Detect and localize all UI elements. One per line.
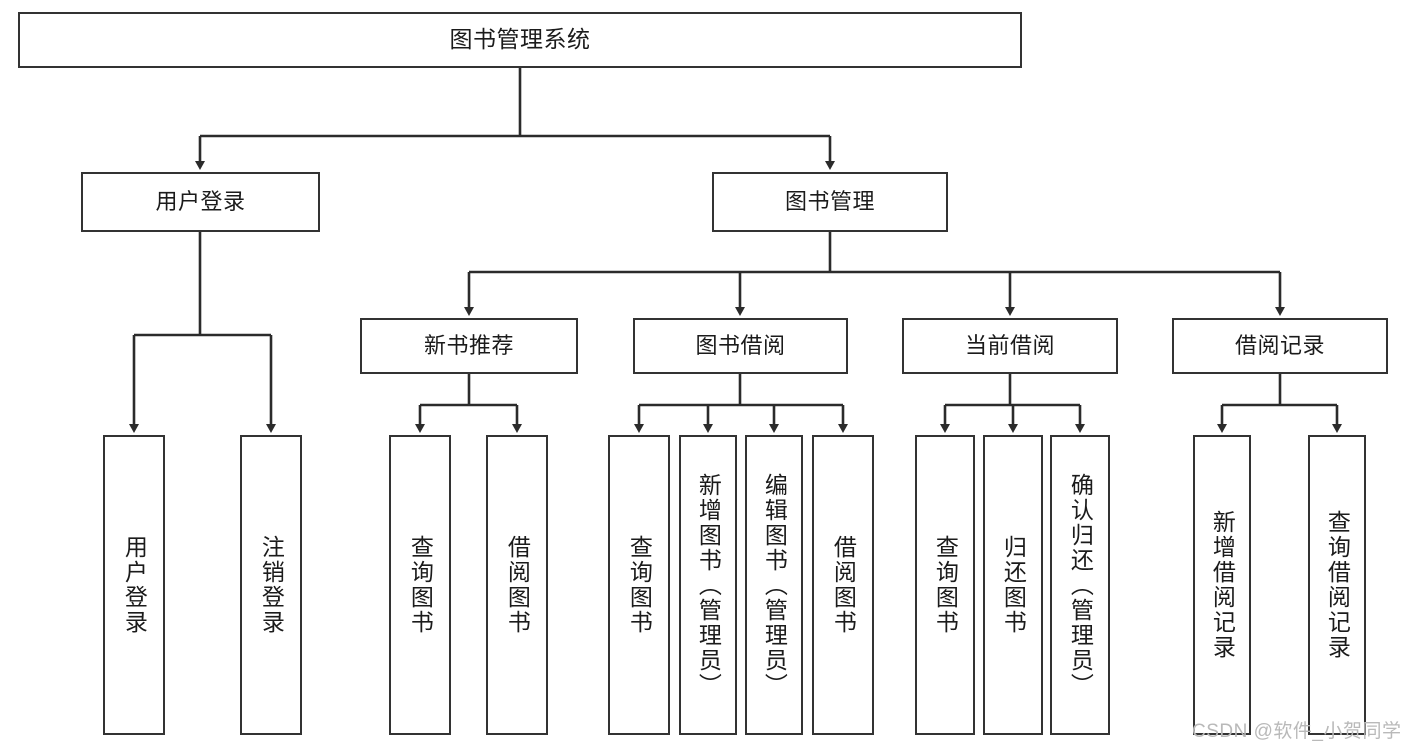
leaf-query-book-1-label: 查询图书 [407,535,434,635]
node-book-borrow-label: 图书借阅 [695,333,786,359]
leaf-add-record-label: 新增借阅记录 [1209,510,1236,660]
node-current-borrow[interactable]: 当前借阅 [902,318,1118,374]
node-new-book-recommend-label: 新书推荐 [423,333,514,359]
leaf-query-book-3[interactable]: 查询图书 [915,435,975,735]
leaf-borrow-book-2-label: 借阅图书 [830,535,857,635]
leaf-return-book-label: 归还图书 [1000,535,1027,635]
node-book-manage[interactable]: 图书管理 [712,172,948,232]
leaf-query-record-label: 查询借阅记录 [1324,510,1351,660]
node-borrow-record[interactable]: 借阅记录 [1172,318,1388,374]
leaf-confirm-return[interactable]: 确认归还（管理员） [1050,435,1110,735]
node-book-manage-label: 图书管理 [784,189,875,215]
leaf-query-record[interactable]: 查询借阅记录 [1308,435,1366,735]
leaf-borrow-book-1[interactable]: 借阅图书 [486,435,548,735]
leaf-query-book-3-label: 查询图书 [932,535,959,635]
leaf-user-login-label: 用户登录 [121,535,148,635]
leaf-query-book-1[interactable]: 查询图书 [389,435,451,735]
leaf-borrow-book-1-label: 借阅图书 [504,535,531,635]
leaf-query-book-2[interactable]: 查询图书 [608,435,670,735]
node-user-login-label: 用户登录 [155,189,246,215]
node-current-borrow-label: 当前借阅 [964,333,1055,359]
leaf-borrow-book-2[interactable]: 借阅图书 [812,435,874,735]
leaf-return-book[interactable]: 归还图书 [983,435,1043,735]
leaf-confirm-return-label: 确认归还（管理员） [1067,472,1094,698]
node-root[interactable]: 图书管理系统 [18,12,1022,68]
node-root-label: 图书管理系统 [449,26,591,53]
node-book-borrow[interactable]: 图书借阅 [633,318,848,374]
leaf-add-book[interactable]: 新增图书（管理员） [679,435,737,735]
node-borrow-record-label: 借阅记录 [1234,333,1325,359]
leaf-add-book-label: 新增图书（管理员） [695,472,722,698]
node-new-book-recommend[interactable]: 新书推荐 [360,318,578,374]
node-user-login[interactable]: 用户登录 [81,172,320,232]
leaf-add-record[interactable]: 新增借阅记录 [1193,435,1251,735]
leaf-user-login[interactable]: 用户登录 [103,435,165,735]
leaf-query-book-2-label: 查询图书 [626,535,653,635]
leaf-edit-book-label: 编辑图书（管理员） [761,472,788,698]
leaf-logout[interactable]: 注销登录 [240,435,302,735]
leaf-edit-book[interactable]: 编辑图书（管理员） [745,435,803,735]
leaf-logout-label: 注销登录 [258,535,285,635]
